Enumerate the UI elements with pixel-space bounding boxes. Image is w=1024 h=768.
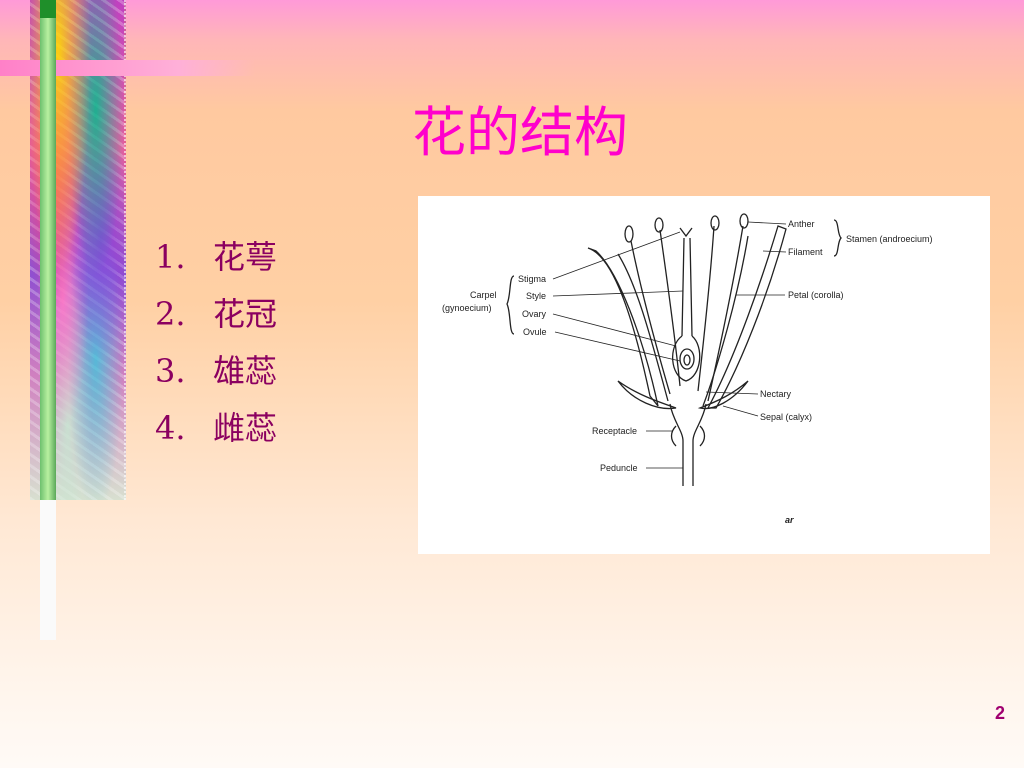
label-peduncle: Peduncle [600,463,638,473]
leader-sepal [722,405,759,417]
list-item-number: 1. [155,238,186,276]
anther-4 [739,213,749,229]
label-sepal: Sepal (calyx) [760,412,812,422]
ovary [671,335,701,382]
leader-anther [747,221,787,225]
label-nectary: Nectary [760,389,792,399]
flower-diagram: Anther Filament Stamen (androecium) Carp… [418,196,990,554]
filament-3 [697,225,715,392]
anther-3 [710,215,720,231]
decorative-green-cap [40,0,56,18]
leader-style [552,290,684,297]
brace-carpel [506,275,515,335]
label-ovary: Ovary [522,309,547,319]
leader-ovule [554,331,681,362]
list-item-number: 4. [155,409,186,447]
style [681,237,693,337]
receptacle [669,403,707,486]
filament-4 [707,225,744,402]
decorative-bar-bottom [40,500,56,640]
leader-nectary [705,391,759,395]
list-item-text: 花萼 [213,238,278,276]
label-style: Style [526,291,546,301]
label-stamen: Stamen (androecium) [846,234,933,244]
list-item: 4. 雌蕊 [155,403,277,460]
decorative-pink-line [0,60,255,76]
leader-ovary [552,313,677,347]
list-item-number: 2. [155,295,186,333]
list-item: 1. 花萼 [155,232,277,289]
structure-list: 1. 花萼 2. 花冠 3. 雄蕊 4. 雌蕊 [155,232,277,460]
list-item-text: 雌蕊 [213,409,278,447]
list-item: 3. 雄蕊 [155,346,277,403]
sepal-right [697,380,749,410]
stigma [679,227,693,238]
label-gynoecium: (gynoecium) [442,303,492,313]
brace-stamen [833,219,842,257]
ovule [679,348,695,370]
receptacle-notch [670,425,706,447]
page-number: 2 [994,703,1005,723]
sepal-left [617,380,677,410]
label-stigma: Stigma [518,274,546,284]
petal-right-inner [702,235,749,407]
list-item-text: 雄蕊 [213,352,278,390]
leader-filament [762,250,787,253]
list-item-number: 3. [155,352,186,390]
list-item: 2. 花冠 [155,289,277,346]
filament-1 [630,240,671,395]
flower-diagram-svg: Anther Filament Stamen (androecium) Carp… [442,213,933,525]
leader-stigma [552,231,681,280]
list-item-text: 花冠 [213,295,278,333]
decorative-green-bar [40,0,56,640]
petal-left-inner [617,253,669,402]
label-fragment: ar [785,515,794,525]
label-ovule: Ovule [523,327,547,337]
label-carpel: Carpel [470,290,497,300]
petal-left [587,247,659,407]
label-anther: Anther [788,219,815,229]
label-receptacle: Receptacle [592,426,637,436]
petal-right [706,225,787,409]
filament-2 [659,229,681,387]
ovule-inner [683,354,691,366]
anther-1 [624,225,634,243]
slide-title: 花的结构 [412,101,628,164]
anther-2 [654,217,664,233]
label-filament: Filament [788,247,823,257]
label-petal: Petal (corolla) [788,290,844,300]
